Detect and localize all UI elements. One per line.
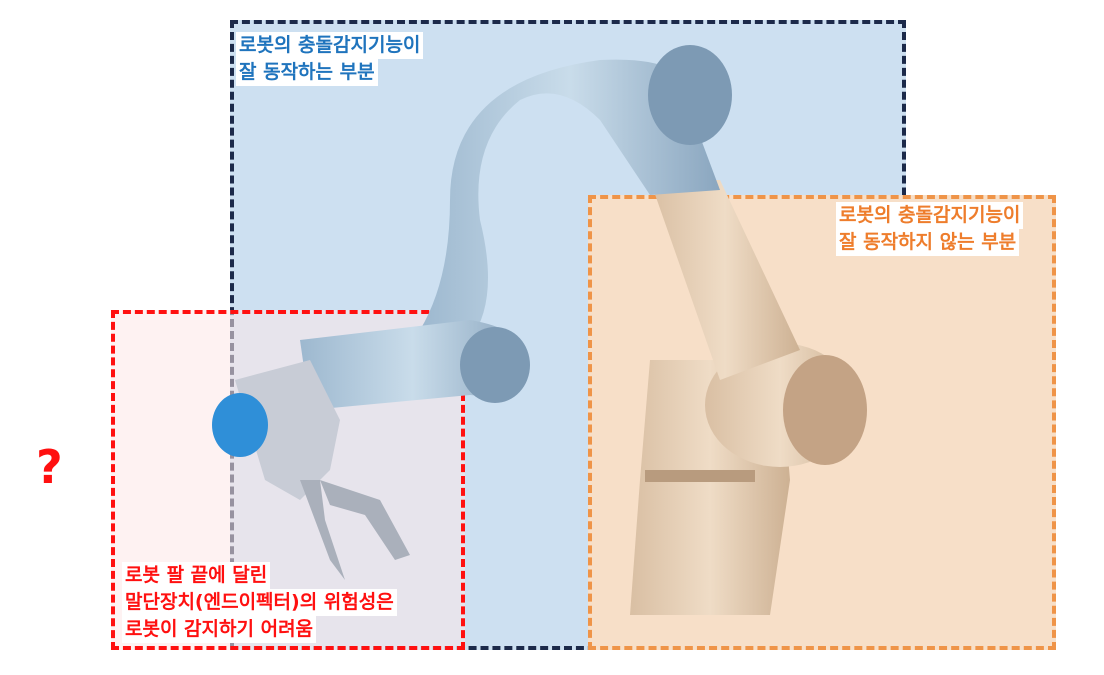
gripper-finger-right: [320, 480, 410, 560]
fails-zone-label-line2: 잘 동작하지 않는 부분: [836, 229, 1020, 256]
end-effector-label-line2: 말단장치(엔드이펙터)의 위험성은: [122, 589, 397, 616]
top-joint-cap: [648, 45, 732, 145]
end-effector-label: 로봇 팔 끝에 달린 말단장치(엔드이펙터)의 위험성은 로봇이 감지하기 어려…: [122, 562, 397, 643]
base-ring: [645, 470, 755, 482]
end-effector-label-line3: 로봇이 감지하기 어려움: [122, 616, 317, 643]
gripper-button: [212, 393, 268, 457]
upper-arm: [420, 59, 720, 340]
fails-zone-label-line1: 로봇의 충돌감지기능이: [836, 202, 1024, 229]
works-zone-label: 로봇의 충돌감지기능이 잘 동작하는 부분: [236, 32, 424, 86]
fails-zone-label: 로봇의 충돌감지기능이 잘 동작하지 않는 부분: [836, 202, 1024, 256]
question-mark: ?: [36, 440, 63, 494]
end-effector-body: [235, 360, 340, 500]
upper-arm-lower: [650, 180, 800, 380]
works-zone-label-line2: 잘 동작하는 부분: [236, 59, 378, 86]
gripper-finger-left: [300, 480, 345, 580]
elbow-joint-cap: [460, 327, 530, 403]
works-zone-label-line1: 로봇의 충돌감지기능이: [236, 32, 424, 59]
end-effector-label-line1: 로봇 팔 끝에 달린: [122, 562, 271, 589]
shoulder-cap: [783, 355, 867, 465]
